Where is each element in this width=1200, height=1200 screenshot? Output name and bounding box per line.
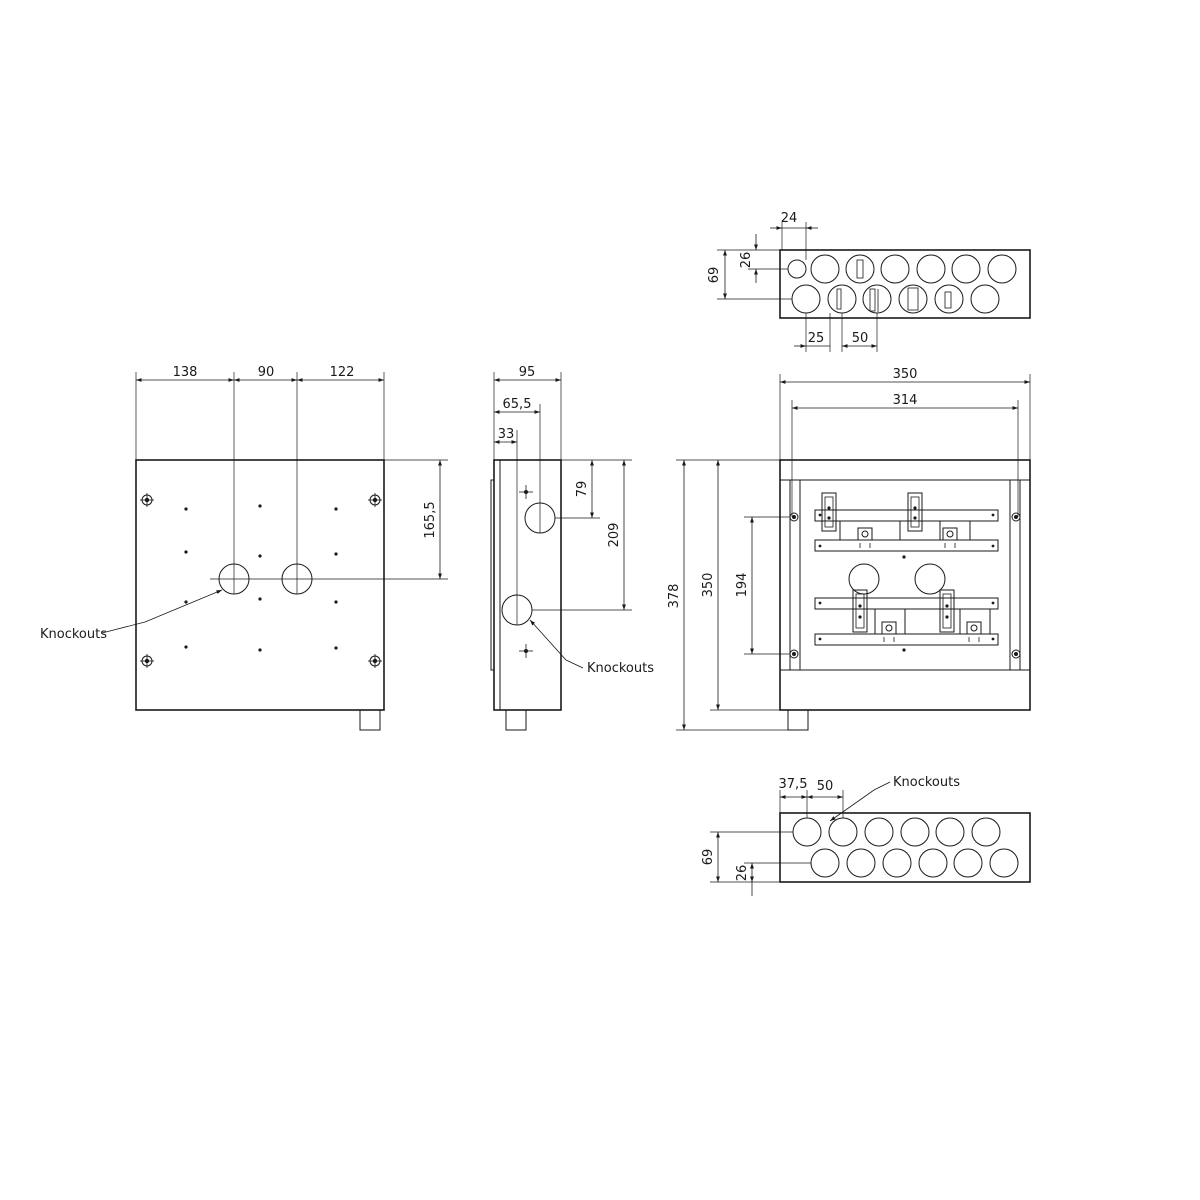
bottom-dim-37: 37,5 (779, 777, 808, 792)
interior-dim-194: 194 (735, 573, 750, 598)
bottom-view: 37,5 50 69 26 Knockouts (701, 775, 1031, 896)
upper-terminal-right (907, 492, 958, 548)
mounting-holes (140, 493, 382, 668)
top-view: 24 26 69 25 50 (707, 211, 1031, 352)
bottom-dim-50: 50 (817, 779, 834, 794)
rivet-dots (184, 504, 338, 652)
bottom-box-outline (779, 812, 1031, 883)
side-conduit-stub (505, 709, 527, 731)
interior-conduit-stub (787, 709, 809, 731)
interior-dim-350-height: 350 (701, 573, 716, 598)
side-dim-79: 79 (575, 481, 590, 498)
lower-din-rails (814, 597, 999, 652)
interior-dim-314: 314 (893, 393, 918, 408)
interior-view: 350 314 378 350 194 (667, 367, 1031, 731)
side-dim-209: 209 (607, 523, 622, 548)
interior-dim-378: 378 (667, 584, 682, 609)
front-dim-mid: 90 (258, 365, 275, 380)
front-view: 138 90 122 165,5 Knockouts (40, 365, 448, 731)
side-dim-width: 95 (519, 365, 536, 380)
front-dim-left: 138 (173, 365, 198, 380)
side-view: 95 65,5 33 79 209 Knockouts (490, 365, 654, 731)
side-box-outline (493, 459, 562, 711)
top-dim-50: 50 (852, 331, 869, 346)
side-dim-65: 65,5 (503, 397, 532, 412)
bottom-knockouts (792, 817, 1019, 878)
top-dim-69: 69 (707, 267, 722, 284)
lower-terminal-left (852, 589, 897, 642)
bottom-knockouts-label: Knockouts (893, 775, 960, 790)
lower-terminal-right (939, 589, 982, 642)
bottom-dim-26: 26 (735, 865, 750, 882)
upper-din-rails (814, 509, 999, 559)
top-dim-26: 26 (739, 252, 754, 269)
front-conduit-stub (359, 709, 381, 731)
top-box-outline (779, 249, 1031, 319)
top-dim-25: 25 (808, 331, 825, 346)
front-box-outline (135, 459, 385, 711)
interior-dim-350-width: 350 (893, 367, 918, 382)
interior-knockout-right (914, 563, 946, 595)
interior-box-outline (779, 459, 1031, 711)
top-knockouts (787, 254, 1017, 314)
front-dim-right: 122 (330, 365, 355, 380)
upper-terminal-left (821, 492, 873, 548)
top-dim-24: 24 (781, 211, 798, 226)
side-knockouts-label: Knockouts (587, 661, 654, 676)
bottom-dim-69: 69 (701, 849, 716, 866)
side-dim-33: 33 (498, 427, 515, 442)
front-dim-height: 165,5 (423, 501, 438, 538)
front-knockouts-label: Knockouts (40, 627, 107, 642)
mounting-plate (789, 479, 1021, 671)
